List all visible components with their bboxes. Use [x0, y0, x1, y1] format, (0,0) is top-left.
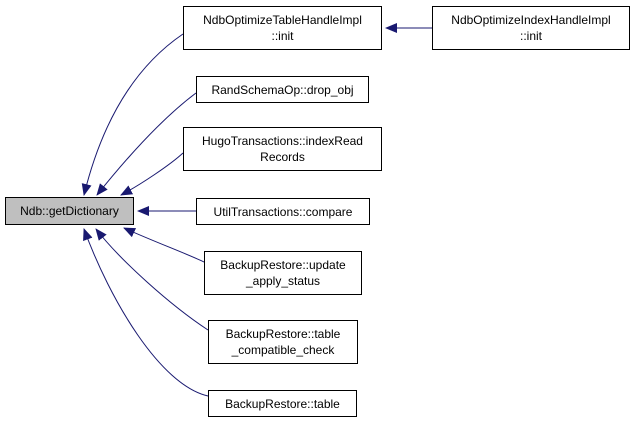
caller-node-optimize-index[interactable]: NdbOptimizeIndexHandleImpl::init	[432, 6, 630, 50]
node-label-line: BackupRestore::table	[225, 396, 340, 411]
edge-optimize_table-to-root	[81, 33, 184, 196]
caller-node-util-compare[interactable]: UtilTransactions::compare	[196, 198, 370, 225]
node-label-line: BackupRestore::table	[225, 327, 341, 341]
node-label-line: UtilTransactions::compare	[213, 204, 353, 219]
node-label-line: _compatible_check	[231, 343, 335, 357]
node-label-line: ::init	[519, 29, 542, 43]
node-label-line: Records	[260, 150, 305, 164]
caller-node-rand-schema[interactable]: RandSchemaOp::drop_obj	[196, 76, 369, 103]
edge-rand_schema-to-root	[96, 92, 197, 196]
node-label-line: Ndb::getDictionary	[20, 204, 119, 218]
edge-backup_compat-to-root	[95, 228, 209, 331]
root-node: Ndb::getDictionary	[5, 197, 134, 225]
node-label-line: BackupRestore::update	[220, 258, 346, 272]
node-label-line: NdbOptimizeIndexHandleImpl	[451, 13, 611, 27]
caller-node-backup-compat[interactable]: BackupRestore::table_compatible_check	[208, 320, 358, 364]
node-label-line: RandSchemaOp::drop_obj	[211, 82, 354, 97]
caller-node-backup-update[interactable]: BackupRestore::update_apply_status	[204, 251, 362, 295]
node-label-line: NdbOptimizeTableHandleImpl	[203, 13, 362, 27]
edge-backup_update-to-root	[123, 227, 205, 263]
node-label-line: ::init	[271, 29, 294, 43]
node-label-line: HugoTransactions::indexRead	[202, 134, 363, 148]
node-label-line: _apply_status	[245, 274, 321, 288]
edge-backup_table-to-root	[83, 228, 209, 397]
caller-node-optimize-table[interactable]: NdbOptimizeTableHandleImpl::init	[183, 6, 382, 50]
caller-node-backup-table[interactable]: BackupRestore::table	[208, 390, 357, 417]
edge-hugo_index_read-to-root	[120, 152, 184, 196]
